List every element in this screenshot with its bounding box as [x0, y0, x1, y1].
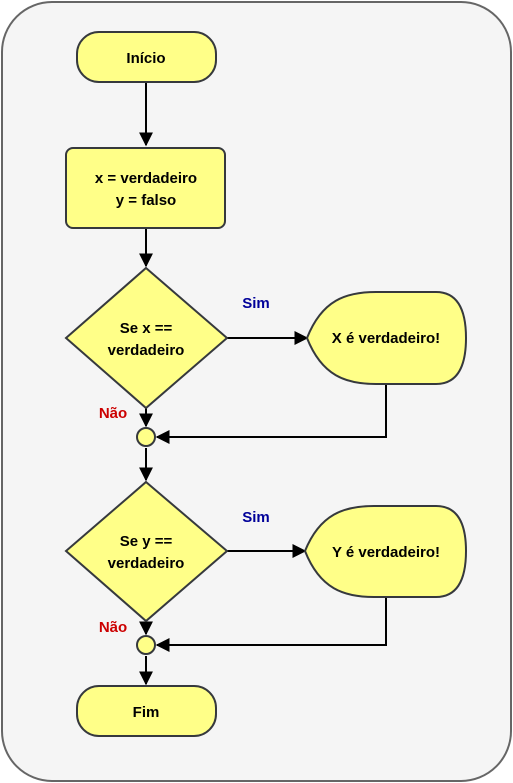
no2-label: Não — [99, 619, 127, 636]
output1-label: X é verdadeiro! — [332, 330, 440, 347]
edges — [139, 82, 387, 686]
merge2-connector — [136, 635, 156, 655]
end-terminator — [76, 685, 217, 737]
decision2-diamond — [64, 480, 229, 623]
edge-labels: Sim Não Sim Não — [99, 295, 270, 636]
decision1-diamond — [64, 266, 229, 410]
output2-label: Y é verdadeiro! — [332, 544, 440, 561]
decision2-label-line2: verdadeiro — [108, 555, 185, 572]
end-label: Fim — [133, 704, 160, 721]
edge-output2-to-merge2 — [155, 597, 387, 652]
assign-label-line1: x = verdadeiro — [95, 170, 197, 187]
start-terminator — [76, 31, 217, 83]
decision2-label-line1: Se y == — [120, 533, 173, 550]
no1-label: Não — [99, 405, 127, 422]
start-label: Início — [126, 50, 165, 67]
yes2-label: Sim — [242, 509, 270, 526]
output2-display-shape — [303, 505, 468, 598]
output1-display-shape — [305, 291, 468, 385]
assign-label-line2: y = falso — [116, 192, 176, 209]
merge1-connector — [136, 427, 156, 447]
yes1-label: Sim — [242, 295, 270, 312]
assign-process-box — [65, 147, 226, 229]
decision1-label-line1: Se x == — [120, 320, 173, 337]
decision1-label-line2: verdadeiro — [108, 342, 185, 359]
nodes — [64, 31, 468, 737]
edge-output1-to-merge1 — [155, 384, 387, 444]
node-labels: Início x = verdadeiro y = falso Se x == … — [95, 50, 440, 721]
